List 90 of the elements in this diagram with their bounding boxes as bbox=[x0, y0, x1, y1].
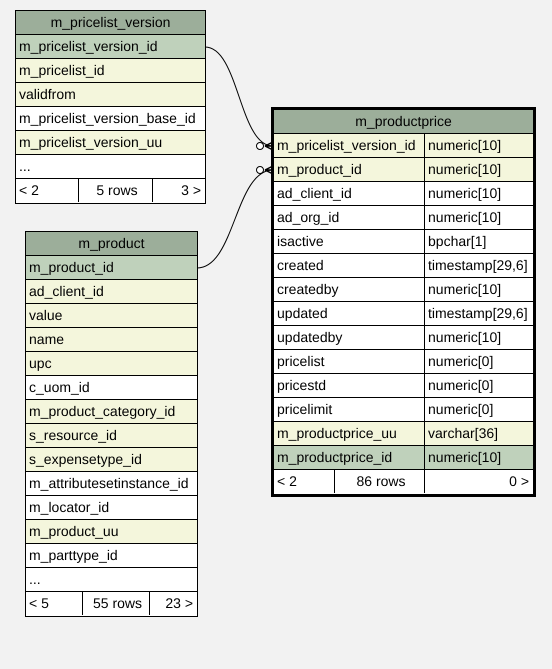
table-row bbox=[274, 254, 533, 278]
column-name: m_pricelist_version_id bbox=[276, 136, 417, 155]
table-row bbox=[26, 280, 197, 304]
column-name: ad_client_id bbox=[28, 282, 105, 301]
table-row bbox=[274, 158, 533, 182]
column-name: name bbox=[28, 330, 66, 349]
column-name: s_expensetype_id bbox=[28, 450, 143, 469]
column-type: numeric[10] bbox=[424, 206, 533, 229]
column-name: m_product_id bbox=[28, 258, 115, 277]
table-row bbox=[274, 398, 533, 422]
table-row bbox=[274, 326, 533, 350]
table bbox=[271, 107, 536, 497]
table-row bbox=[274, 302, 533, 326]
pager-text: < 2 bbox=[276, 472, 298, 491]
column-type: numeric[10] bbox=[424, 158, 533, 181]
column-name: ... bbox=[18, 157, 32, 176]
column-name: ad_org_id bbox=[276, 208, 340, 227]
column-type: timestamp[29,6] bbox=[424, 302, 533, 325]
table-row bbox=[274, 230, 533, 254]
table-row bbox=[26, 352, 197, 376]
table-row bbox=[26, 448, 197, 472]
column-type: timestamp[29,6] bbox=[424, 254, 533, 277]
pager-text: 23 > bbox=[149, 592, 197, 615]
column-type: numeric[10] bbox=[424, 134, 533, 157]
pager-text: 55 rows bbox=[82, 592, 149, 615]
column-name: upc bbox=[28, 354, 53, 373]
column-name: created bbox=[276, 256, 325, 275]
column-name: pricelimit bbox=[276, 400, 334, 419]
column-name: ad_client_id bbox=[276, 184, 353, 203]
table-row bbox=[26, 424, 197, 448]
table-row bbox=[274, 182, 533, 206]
table-row bbox=[274, 446, 533, 470]
column-name: isactive bbox=[276, 232, 325, 251]
column-type: numeric[10] bbox=[424, 446, 533, 469]
pager-text: 5 rows bbox=[78, 179, 152, 202]
table-row bbox=[274, 422, 533, 446]
table-row bbox=[26, 400, 197, 424]
table-row bbox=[26, 328, 197, 352]
table-row bbox=[16, 35, 205, 59]
column-name: s_resource_id bbox=[28, 426, 118, 445]
column-name: validfrom bbox=[18, 85, 77, 104]
column-name: c_uom_id bbox=[28, 378, 91, 397]
table-row bbox=[274, 278, 533, 302]
pager-text: < 2 bbox=[18, 181, 40, 200]
column-name: m_parttype_id bbox=[28, 546, 119, 565]
column-name: createdby bbox=[276, 280, 340, 299]
column-type: varchar[36] bbox=[424, 422, 533, 445]
column-name: m_product_category_id bbox=[28, 402, 176, 421]
column-name: m_attributesetinstance_id bbox=[28, 474, 190, 493]
table-row bbox=[274, 374, 533, 398]
column-name: pricelist bbox=[276, 352, 326, 371]
column-name: m_product_uu bbox=[28, 522, 120, 541]
column-name: updatedby bbox=[276, 328, 344, 347]
table bbox=[25, 231, 198, 617]
column-name: m_productprice_id bbox=[276, 448, 394, 467]
table-row bbox=[26, 304, 197, 328]
column-type: numeric[10] bbox=[424, 278, 533, 301]
column-type: numeric[0] bbox=[424, 374, 533, 397]
table-title: m_productprice bbox=[274, 110, 533, 134]
pager-text: 3 > bbox=[152, 179, 205, 202]
column-type: numeric[10] bbox=[424, 182, 533, 205]
column-type: numeric[10] bbox=[424, 326, 533, 349]
column-name: m_locator_id bbox=[28, 498, 110, 517]
table-title: m_product bbox=[26, 232, 197, 256]
table-row bbox=[16, 59, 205, 83]
table-row bbox=[274, 134, 533, 158]
column-name: m_pricelist_version_uu bbox=[18, 133, 164, 152]
pager-text: 0 > bbox=[424, 470, 533, 493]
table bbox=[15, 10, 206, 204]
table-row bbox=[274, 350, 533, 374]
column-name: m_pricelist_version_id bbox=[18, 37, 159, 56]
column-name: m_productprice_uu bbox=[276, 424, 398, 443]
pager-text: 86 rows bbox=[334, 470, 424, 493]
column-type: bpchar[1] bbox=[424, 230, 533, 253]
column-name: m_product_id bbox=[276, 160, 363, 179]
column-name: updated bbox=[276, 304, 329, 323]
column-name: pricestd bbox=[276, 376, 328, 395]
pager-text: < 5 bbox=[28, 594, 50, 613]
table-title: m_pricelist_version bbox=[16, 11, 205, 35]
table-row bbox=[274, 206, 533, 230]
column-name: m_pricelist_version_base_id bbox=[18, 109, 197, 128]
table-row bbox=[26, 256, 197, 280]
column-name: m_pricelist_id bbox=[18, 61, 106, 80]
column-type: numeric[0] bbox=[424, 350, 533, 373]
column-name: ... bbox=[28, 570, 42, 589]
table-row bbox=[16, 131, 205, 155]
column-name: value bbox=[28, 306, 64, 325]
column-type: numeric[0] bbox=[424, 398, 533, 421]
table-row bbox=[26, 520, 197, 544]
table-row bbox=[16, 83, 205, 107]
